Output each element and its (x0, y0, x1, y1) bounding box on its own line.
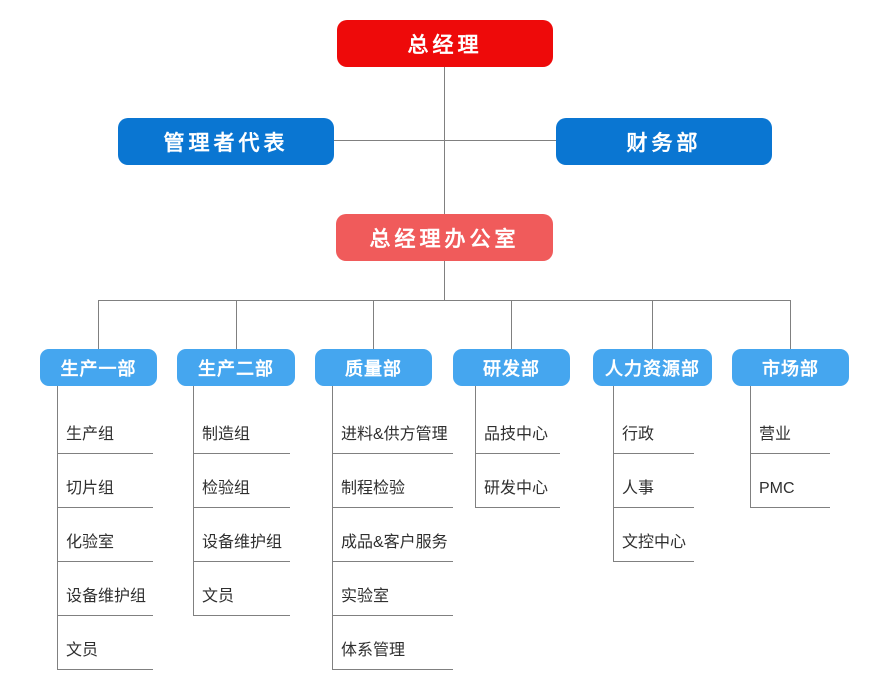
sub-unit: 行政 (614, 386, 694, 454)
sublist-hr: 行政 人事 文控中心 (613, 386, 694, 562)
sublist-production-2: 制造组 检验组 设备维护组 文员 (193, 386, 290, 616)
connector-department-bus (98, 300, 791, 301)
connector-level2-horizontal (334, 140, 556, 141)
connector-drop-hr (652, 300, 653, 349)
sublist-production-1: 生产组 切片组 化验室 设备维护组 文员 (57, 386, 153, 670)
dept-box-production-2: 生产二部 (177, 349, 295, 386)
connector-drop-production-1 (98, 300, 99, 349)
node-general-manager: 总经理 (337, 20, 553, 67)
sub-unit: 文员 (194, 562, 290, 616)
sub-unit: 营业 (751, 386, 830, 454)
dept-box-hr: 人力资源部 (593, 349, 712, 386)
sub-unit: 化验室 (58, 508, 153, 562)
sub-unit: 设备维护组 (58, 562, 153, 616)
sublist-quality: 进料&供方管理 制程检验 成品&客户服务 实验室 体系管理 (332, 386, 453, 670)
sub-unit: 制造组 (194, 386, 290, 454)
connector-drop-quality (373, 300, 374, 349)
connector-drop-rd (511, 300, 512, 349)
sub-unit: 切片组 (58, 454, 153, 508)
connector-office-down (444, 261, 445, 301)
dept-box-production-1: 生产一部 (40, 349, 157, 386)
dept-box-quality: 质量部 (315, 349, 432, 386)
sub-unit: PMC (751, 454, 830, 508)
sub-unit: 设备维护组 (194, 508, 290, 562)
dept-box-rd: 研发部 (453, 349, 570, 386)
sub-unit: 制程检验 (333, 454, 453, 508)
sub-unit: 研发中心 (476, 454, 560, 508)
sub-unit: 成品&客户服务 (333, 508, 453, 562)
sub-unit: 体系管理 (333, 616, 453, 670)
sub-unit: 品技中心 (476, 386, 560, 454)
connector-drop-marketing (790, 300, 791, 349)
sub-unit: 生产组 (58, 386, 153, 454)
node-finance-dept: 财务部 (556, 118, 772, 165)
sub-unit: 进料&供方管理 (333, 386, 453, 454)
connector-drop-production-2 (236, 300, 237, 349)
sublist-rd: 品技中心 研发中心 (475, 386, 560, 508)
sub-unit: 文控中心 (614, 508, 694, 562)
sublist-marketing: 营业 PMC (750, 386, 830, 508)
sub-unit: 人事 (614, 454, 694, 508)
node-management-representative: 管理者代表 (118, 118, 334, 165)
node-gm-office: 总经理办公室 (336, 214, 553, 261)
sub-unit: 实验室 (333, 562, 453, 616)
dept-box-marketing: 市场部 (732, 349, 849, 386)
sub-unit: 检验组 (194, 454, 290, 508)
sub-unit: 文员 (58, 616, 153, 670)
